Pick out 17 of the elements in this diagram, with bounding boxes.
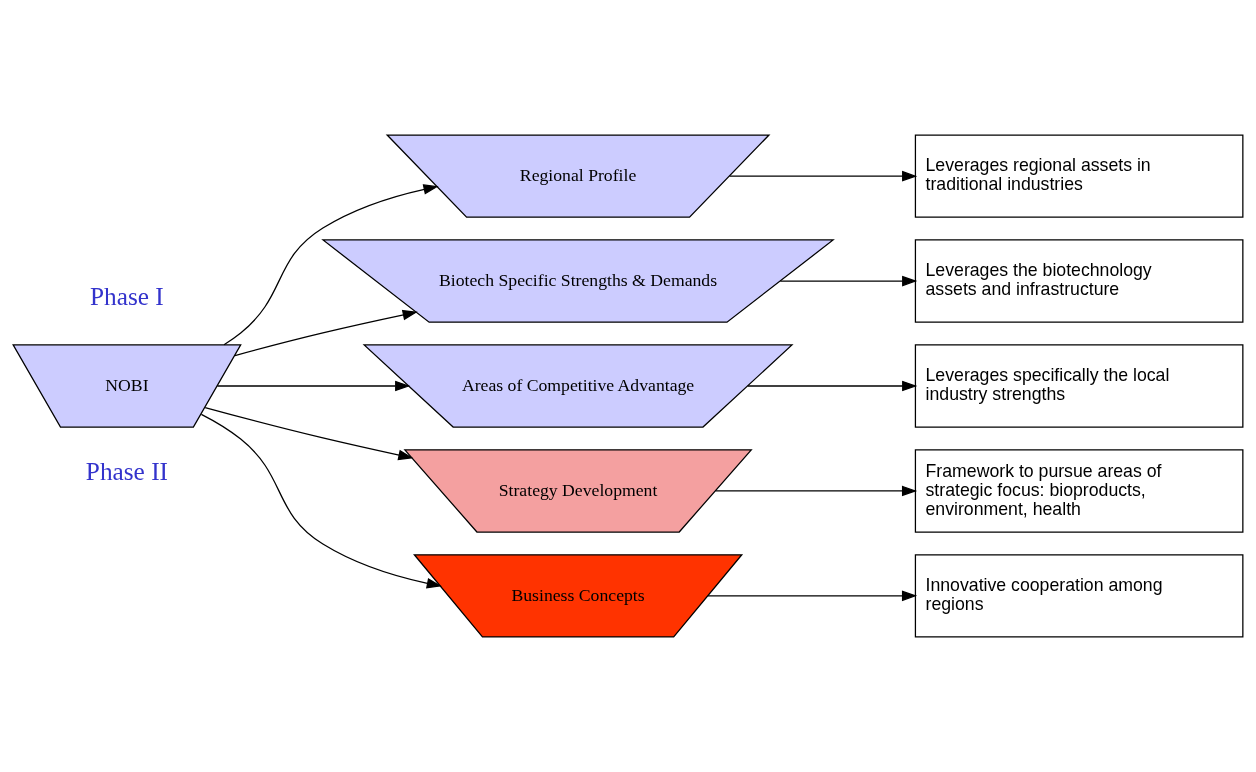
arrow [747,380,918,392]
node-box: Leverages regional assets in traditional industries [914,134,1244,218]
node-box: Framework to pursue areas of strategic focus: bioproducts, environment, health [914,449,1244,533]
arrow [707,590,918,602]
node-box: Leverages the biotechnology assets and infrastructure [914,239,1244,323]
node-box: Innovative cooperation among regions [914,554,1244,638]
arrow [234,309,418,357]
arrow [200,413,442,589]
label: Phase I [90,282,164,311]
arrow [216,380,411,392]
arrow [223,184,439,346]
label: Phase II [85,456,168,485]
arrow [728,170,918,182]
arrow [714,485,918,497]
arrow [779,275,918,287]
node-box: Leverages specifically the local industry strengths [914,344,1244,428]
arrow [204,406,414,461]
